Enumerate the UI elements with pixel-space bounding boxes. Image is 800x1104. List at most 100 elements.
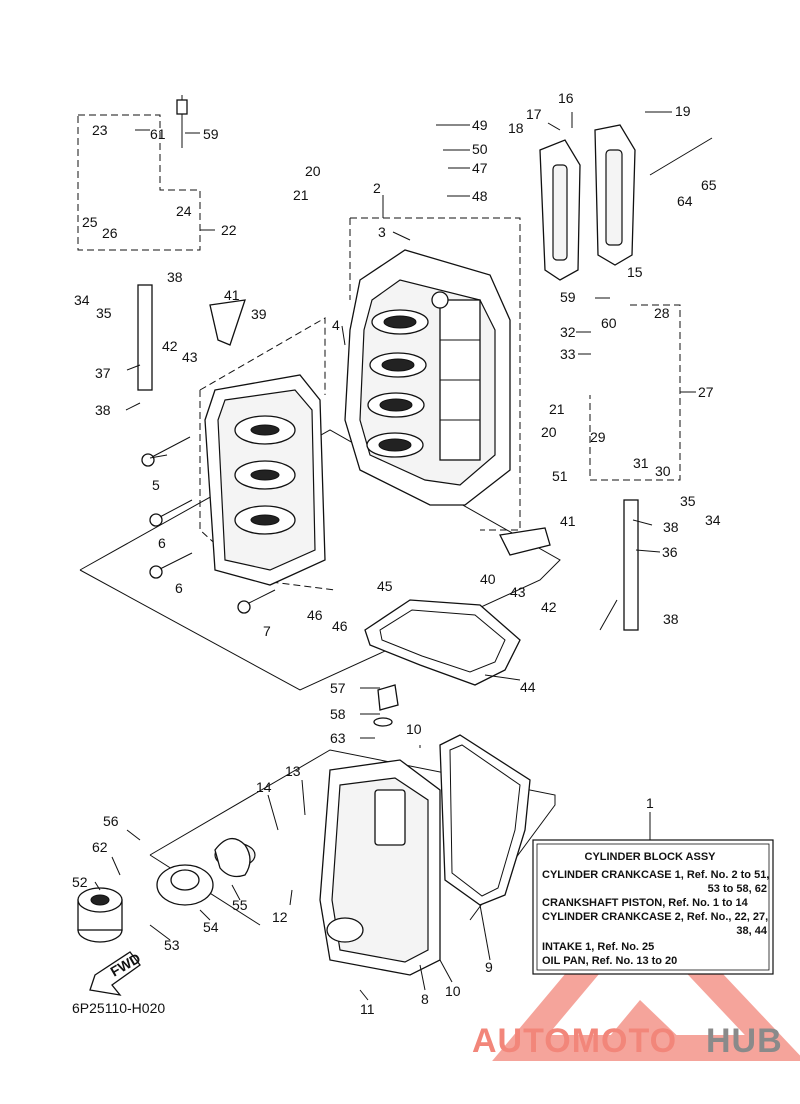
callout-41b: 41 bbox=[560, 513, 576, 529]
gasket-44 bbox=[364, 599, 521, 686]
legend-line-5: 38, 44 bbox=[736, 925, 767, 937]
callout-22: 22 bbox=[221, 222, 237, 238]
legend-line-1: CYLINDER CRANKCASE 1, Ref. No. 2 to 51, bbox=[542, 869, 769, 881]
callout-41a: 41 bbox=[224, 287, 240, 303]
legend-line-2: 53 to 58, 62 bbox=[708, 883, 767, 895]
watermark-text: AUTOMOTO HUB bbox=[472, 1022, 783, 1060]
fwd-arrow-icon: FWD bbox=[89, 950, 143, 996]
callout-27: 27 bbox=[698, 384, 714, 400]
callout-9: 9 bbox=[485, 959, 493, 975]
callout-2: 2 bbox=[373, 180, 381, 196]
callout-28: 28 bbox=[654, 305, 670, 321]
callout-44: 44 bbox=[520, 679, 536, 695]
callout-35a: 35 bbox=[96, 305, 112, 321]
callout-33: 33 bbox=[560, 346, 576, 362]
legend-line-6: INTAKE 1, Ref. No. 25 bbox=[542, 941, 654, 953]
watermark-part-2: HUB bbox=[706, 1022, 783, 1060]
legend-line-7: OIL PAN, Ref. No. 13 to 20 bbox=[542, 955, 677, 967]
callout-36: 36 bbox=[662, 544, 678, 560]
callout-34b: 34 bbox=[705, 512, 721, 528]
callout-60: 60 bbox=[601, 315, 617, 331]
callout-7: 7 bbox=[263, 623, 271, 639]
oil-pan-gasket-9 bbox=[439, 734, 531, 906]
callout-49: 49 bbox=[472, 117, 488, 133]
crankcase-2 bbox=[204, 374, 326, 586]
callout-6b: 6 bbox=[175, 580, 183, 596]
callout-51: 51 bbox=[552, 468, 568, 484]
callout-18: 18 bbox=[508, 120, 524, 136]
callout-30: 30 bbox=[655, 463, 671, 479]
callout-1: 1 bbox=[646, 795, 654, 811]
callout-25: 25 bbox=[82, 214, 98, 230]
callout-43a: 43 bbox=[182, 349, 198, 365]
callout-47: 47 bbox=[472, 160, 488, 176]
callout-12: 12 bbox=[272, 909, 288, 925]
callout-65: 65 bbox=[701, 177, 717, 193]
callout-16: 16 bbox=[558, 90, 574, 106]
callout-53: 53 bbox=[164, 937, 180, 953]
callout-38d: 38 bbox=[663, 611, 679, 627]
callout-54: 54 bbox=[203, 919, 219, 935]
callout-40: 40 bbox=[480, 571, 496, 587]
cylinder-block bbox=[344, 249, 511, 506]
callout-labels: 1 2 3 4 5 6 6 7 8 9 10 10 11 12 13 14 15… bbox=[72, 90, 721, 1017]
callout-64: 64 bbox=[677, 193, 693, 209]
callout-24: 24 bbox=[176, 203, 192, 219]
callout-35b: 35 bbox=[680, 493, 696, 509]
callout-50: 50 bbox=[472, 141, 488, 157]
callout-11: 11 bbox=[360, 1001, 375, 1017]
callout-19: 19 bbox=[675, 103, 691, 119]
callout-59a: 59 bbox=[203, 126, 219, 142]
callout-37: 37 bbox=[95, 365, 111, 381]
callout-21b: 21 bbox=[549, 401, 565, 417]
callout-62: 62 bbox=[92, 839, 108, 855]
callout-58: 58 bbox=[330, 706, 346, 722]
callout-17: 17 bbox=[526, 106, 542, 122]
callout-21a: 21 bbox=[293, 187, 309, 203]
callout-4: 4 bbox=[332, 317, 340, 333]
oil-pan-housing bbox=[319, 759, 441, 976]
callout-5: 5 bbox=[152, 477, 160, 493]
callout-61: 61 bbox=[150, 126, 166, 142]
legend-box: CYLINDER BLOCK ASSY CYLINDER CRANKCASE 1… bbox=[532, 839, 774, 975]
oil-filter-52 bbox=[77, 887, 123, 943]
callout-26: 26 bbox=[102, 225, 118, 241]
callout-63: 63 bbox=[330, 730, 346, 746]
callout-31: 31 bbox=[633, 455, 649, 471]
callout-38c: 38 bbox=[663, 519, 679, 535]
callout-38a: 38 bbox=[167, 269, 183, 285]
callout-48: 48 bbox=[472, 188, 488, 204]
diagram-code: 6P25110-H020 bbox=[72, 1000, 165, 1016]
callout-46a: 46 bbox=[307, 607, 323, 623]
watermark-part-1: AUTOMOTO bbox=[472, 1022, 677, 1060]
callout-3: 3 bbox=[378, 224, 386, 240]
watermark-logo bbox=[492, 885, 800, 1061]
callout-42a: 42 bbox=[162, 338, 178, 354]
callout-20b: 20 bbox=[541, 424, 557, 440]
callout-55: 55 bbox=[232, 897, 248, 913]
callout-10a: 10 bbox=[406, 721, 422, 737]
callout-14: 14 bbox=[256, 779, 272, 795]
callout-42b: 42 bbox=[541, 599, 557, 615]
callout-32: 32 bbox=[560, 324, 576, 340]
leader-lines bbox=[94, 111, 696, 1001]
callout-34a: 34 bbox=[74, 292, 90, 308]
callout-6a: 6 bbox=[158, 535, 166, 551]
callout-56: 56 bbox=[103, 813, 119, 829]
callout-29: 29 bbox=[590, 429, 606, 445]
callout-43b: 43 bbox=[510, 584, 526, 600]
callout-20a: 20 bbox=[305, 163, 321, 179]
callout-38b: 38 bbox=[95, 402, 111, 418]
legend-title: CYLINDER BLOCK ASSY bbox=[585, 851, 717, 863]
exhaust-cover-assembly bbox=[539, 124, 636, 281]
callout-23: 23 bbox=[92, 122, 108, 138]
callout-52: 52 bbox=[72, 874, 88, 890]
callout-8: 8 bbox=[421, 991, 429, 1007]
small-parts bbox=[137, 95, 713, 878]
callout-13: 13 bbox=[285, 763, 301, 779]
callout-15: 15 bbox=[627, 264, 643, 280]
callout-45: 45 bbox=[377, 578, 393, 594]
callout-10b: 10 bbox=[445, 983, 461, 999]
callout-46b: 46 bbox=[332, 618, 348, 634]
